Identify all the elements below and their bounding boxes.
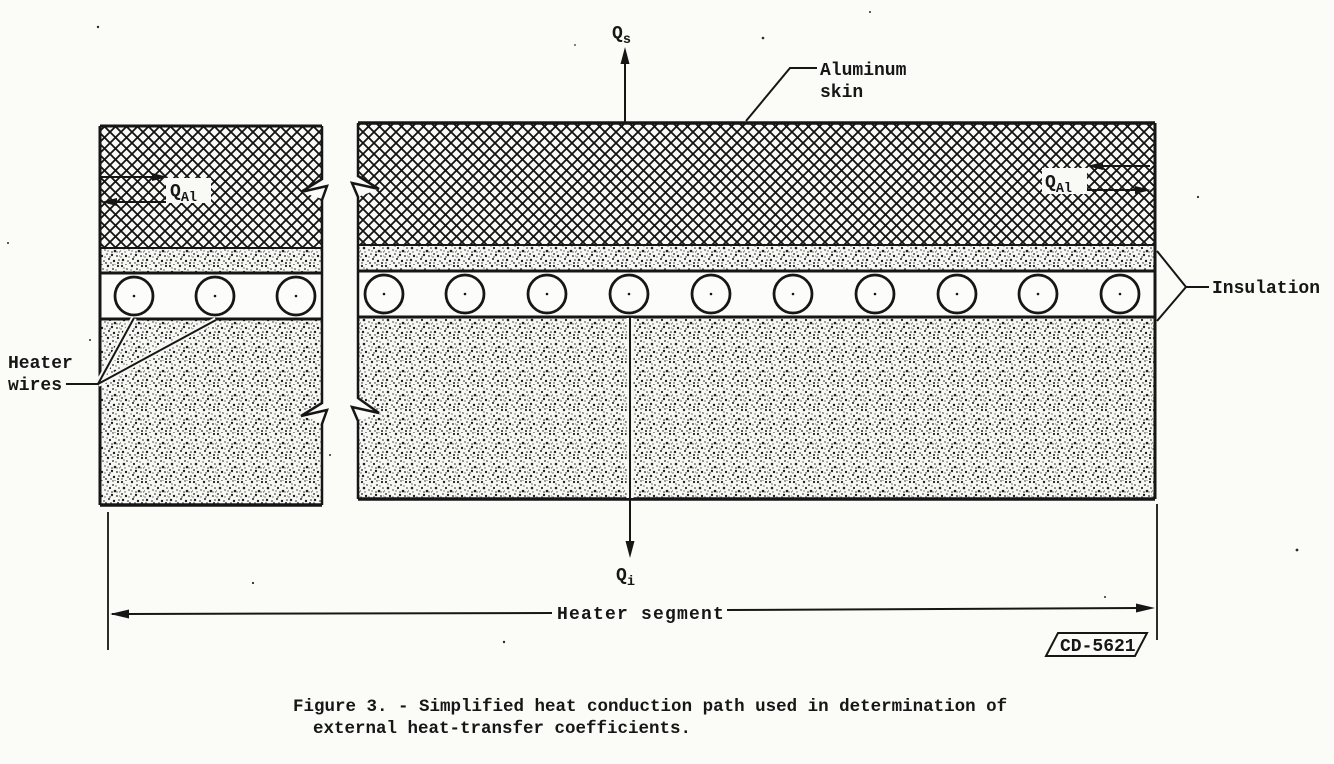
heater-wires-callout: Heater wires bbox=[8, 316, 218, 396]
q-aluminum-left-right-arrowhead bbox=[152, 173, 168, 181]
drawing-number-text: CD-5621 bbox=[1060, 637, 1136, 657]
aluminum-skin-callout: Aluminum skin bbox=[745, 61, 907, 122]
aluminum-skin-label-line1: Aluminum bbox=[820, 61, 907, 81]
q-aluminum-right-left-arrowhead bbox=[1087, 162, 1103, 170]
q-internal-label: Qi bbox=[616, 566, 635, 590]
heater-wires-left bbox=[113, 275, 317, 317]
q-internal-arrowhead bbox=[625, 541, 635, 558]
q-surface-label: Qs bbox=[612, 24, 631, 48]
aluminum-skin-label-line2: skin bbox=[820, 83, 863, 103]
aluminum-skin-leader-line bbox=[745, 67, 817, 122]
q-aluminum-right-label-halo bbox=[1042, 168, 1087, 194]
insulation-lower-main bbox=[358, 317, 1155, 499]
q-aluminum-right-label: QAl bbox=[1045, 173, 1072, 197]
drawing-number-parallelogram bbox=[1044, 632, 1149, 657]
panel-main-broken-edge bbox=[349, 123, 380, 499]
figure-caption-line2: external heat-transfer coefficients. bbox=[313, 719, 691, 739]
q-aluminum-left-label-halo bbox=[166, 178, 211, 203]
heater-wires-leader-lines bbox=[66, 317, 217, 385]
panel-left-section bbox=[98, 124, 329, 507]
break-notch-lower-right bbox=[358, 398, 379, 420]
heater-wires-main bbox=[363, 273, 1141, 315]
aluminum-skin-main bbox=[358, 123, 1155, 245]
scan-noise-specks bbox=[7, 11, 1299, 644]
dimension-line-right-segment bbox=[726, 607, 1141, 611]
q-aluminum-left-label: QAl bbox=[170, 182, 197, 206]
dimension-arrowhead-right bbox=[1136, 603, 1155, 613]
heater-wires-label-line1: Heater bbox=[8, 354, 73, 374]
drawing-number-box: CD-5621 bbox=[1044, 632, 1149, 657]
q-aluminum-right-group: QAl bbox=[1042, 162, 1151, 197]
q-aluminum-left-group: QAl bbox=[101, 173, 211, 206]
q-surface-arrowhead bbox=[620, 47, 630, 64]
q-internal-arrow bbox=[625, 318, 635, 558]
panel-left-broken-edge bbox=[300, 126, 329, 505]
insulation-upper-left bbox=[100, 248, 322, 273]
insulation-upper-main bbox=[358, 245, 1155, 271]
insulation-label: Insulation bbox=[1212, 279, 1320, 299]
heater-segment-dimension: Heater segment bbox=[107, 504, 1158, 650]
heater-segment-label: Heater segment bbox=[557, 605, 725, 625]
insulation-lower-left bbox=[100, 319, 322, 505]
figure-caption-line1: Figure 3. - Simplified heat conduction p… bbox=[293, 697, 1007, 717]
dimension-line-left-segment bbox=[111, 612, 553, 615]
insulation-callout: Insulation bbox=[1156, 250, 1320, 322]
panel-main-section bbox=[349, 121, 1157, 501]
q-aluminum-right-right-arrowhead bbox=[1135, 186, 1151, 194]
dimension-arrowhead-left bbox=[110, 609, 129, 619]
q-aluminum-left-left-arrowhead bbox=[101, 198, 117, 206]
heater-wires-label-line2: wires bbox=[8, 376, 62, 396]
q-surface-arrow bbox=[620, 47, 630, 123]
